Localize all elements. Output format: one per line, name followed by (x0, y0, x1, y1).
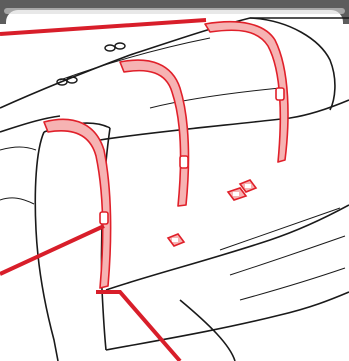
strap-left (44, 119, 111, 288)
headrest-hole-icon (57, 77, 77, 85)
header-band (0, 0, 349, 40)
leader-line-left (0, 226, 104, 274)
strap-clip-icon (168, 234, 184, 246)
leader-line-bottom (96, 292, 180, 361)
headrest-hole-icon (105, 43, 125, 51)
strap-clip-icon (228, 188, 246, 200)
